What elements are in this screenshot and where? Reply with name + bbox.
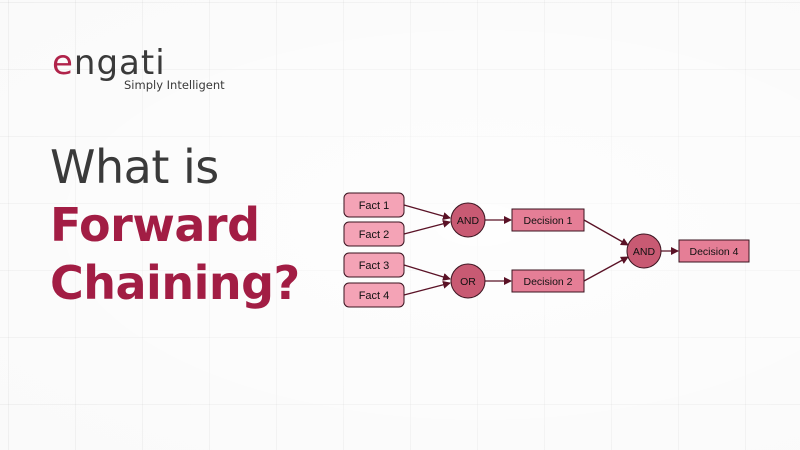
logo-tagline: Simply Intelligent [124,78,225,92]
fact-label-3: Fact 3 [359,260,390,272]
decision-node-1: Decision 1 [511,208,585,232]
arrow-fact1-and [403,204,451,220]
logo-e: e [52,43,74,83]
fact-node-3: Fact 3 [343,252,405,278]
fact-node-2: Fact 2 [343,221,405,247]
gate-label-and-1: AND [457,215,480,227]
fact-label-2: Fact 2 [359,229,390,241]
connectors [403,204,679,296]
decision-node-2: Decision 2 [511,269,585,293]
decision-label-4: Decision 4 [689,246,738,258]
gate-or: OR [450,263,486,299]
fact-label-1: Fact 1 [359,200,390,212]
brand-logo: engati Simply Intelligent [52,46,232,96]
title-line-3: Chaining? [50,256,300,310]
fact-label-4: Fact 4 [359,290,390,302]
gate-and-1: AND [450,202,486,238]
arrow-decision1-and [583,219,629,246]
title-line-1: What is [50,140,219,194]
arrow-fact2-and [403,219,451,235]
page-title: What is Forward Chaining? [50,138,350,312]
gate-and-2: AND [626,233,662,269]
decision-node-4: Decision 4 [678,239,750,263]
fact-node-1: Fact 1 [343,192,405,218]
arrow-fact4-or [403,280,451,296]
fact-node-4: Fact 4 [343,282,405,308]
gate-label-and-2: AND [633,246,656,258]
gate-label-or: OR [460,276,476,288]
decision-label-1: Decision 1 [523,215,572,227]
arrow-fact3-or [403,264,451,281]
decision-label-2: Decision 2 [523,276,572,288]
title-line-2: Forward [50,198,260,252]
arrow-decision2-and [583,256,629,282]
logo-name: ngati [73,43,166,83]
logo-wordmark: engati [52,46,166,80]
